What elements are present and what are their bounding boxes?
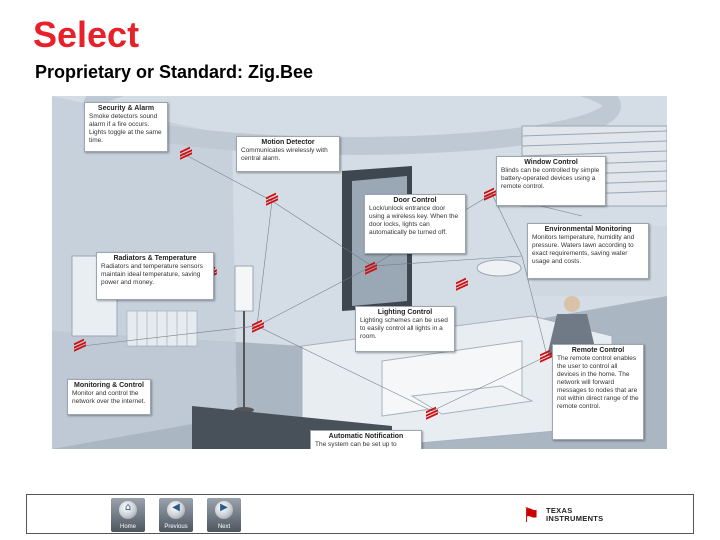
- motion-sensor-icon: [266, 192, 278, 206]
- callout-monitoring-control: Monitoring & Control Monitor and control…: [67, 379, 151, 415]
- callout-lighting-control: Lighting Control Lighting schemes can be…: [355, 306, 455, 352]
- lighting-sensor-icon: [252, 319, 264, 333]
- callout-environmental-monitoring: Environmental Monitoring Monitors temper…: [527, 223, 649, 279]
- environment-sensor-icon: [456, 277, 468, 291]
- previous-label: Previous: [164, 524, 188, 530]
- callout-body: Lighting schemes can be used to easily c…: [360, 317, 448, 340]
- next-label: Next: [217, 524, 231, 530]
- arrow-right-icon: ▶: [220, 502, 228, 513]
- callout-title: Monitoring & Control: [74, 382, 144, 389]
- callout-body: Monitor and control the network over the…: [72, 390, 146, 405]
- callout-automatic-notification: Automatic Notification The system can be…: [310, 430, 422, 449]
- house-glyph-icon: ⌂: [124, 502, 132, 513]
- callout-title: Remote Control: [571, 347, 625, 354]
- callout-title: Automatic Notification: [328, 433, 404, 440]
- home-button[interactable]: ⌂ Home: [111, 498, 145, 532]
- callout-title: Environmental Monitoring: [544, 226, 632, 233]
- callout-remote-control: Remote Control The remote control enable…: [552, 344, 644, 440]
- monitoring-sensor-icon: [74, 338, 86, 352]
- home-icon: [119, 501, 137, 519]
- texas-instruments-logo: ⚑ TEXAS INSTRUMENTS: [522, 505, 642, 527]
- previous-button[interactable]: ◀ Previous: [159, 498, 193, 532]
- arrow-left-icon: ◀: [172, 502, 180, 513]
- slide-subtitle: Proprietary or Standard: Zig.Bee: [35, 62, 314, 82]
- smart-home-illustration: Security & Alarm Smoke detectors sound a…: [52, 96, 667, 449]
- callout-title: Motion Detector: [261, 139, 315, 146]
- callout-body: Lock/unlock entrance door using a wirele…: [369, 205, 459, 236]
- notification-sensor-icon: [426, 406, 438, 420]
- callout-title: Lighting Control: [377, 309, 433, 316]
- callout-title: Security & Alarm: [97, 105, 155, 112]
- callout-body: Communicates wirelessly with central ala…: [241, 147, 328, 162]
- door-sensor-icon: [365, 261, 377, 275]
- ti-line2: INSTRUMENTS: [546, 514, 604, 523]
- previous-icon: [167, 501, 185, 519]
- ti-line1: TEXAS: [546, 506, 573, 515]
- remote-sensor-icon: [540, 349, 552, 363]
- home-label: Home: [119, 524, 136, 530]
- next-icon: [215, 501, 233, 519]
- callout-body: Radiators and temperature sensors mainta…: [101, 263, 203, 286]
- callout-radiators-temperature: Radiators & Temperature Radiators and te…: [96, 252, 214, 300]
- callout-title: Window Control: [524, 159, 578, 166]
- navigation-toolbar: ⌂ Home ◀ Previous ▶ Next ⚑ TEXAS INSTRUM…: [26, 494, 694, 534]
- callout-motion-detector: Motion Detector Communicates wirelessly …: [236, 136, 340, 172]
- callout-body: Smoke detectors sound alarm if a fire oc…: [89, 113, 162, 144]
- ti-wordmark: TEXAS INSTRUMENTS: [546, 507, 603, 523]
- callout-door-control: Door Control Lock/unlock entrance door u…: [364, 194, 466, 254]
- callout-title: Radiators & Temperature: [113, 255, 197, 262]
- callout-body: The system can be set up to automaticall…: [315, 441, 397, 448]
- ti-mark-icon: ⚑: [522, 503, 540, 527]
- security-sensor-icon: [180, 146, 192, 160]
- callout-body: Blinds can be controlled by simple batte…: [501, 167, 600, 190]
- next-button[interactable]: ▶ Next: [207, 498, 241, 532]
- callout-title: Door Control: [393, 197, 437, 204]
- slide-title: Select: [33, 14, 140, 55]
- callout-body: The remote control enables the user to c…: [557, 355, 639, 410]
- callout-window-control: Window Control Blinds can be controlled …: [496, 156, 606, 206]
- window-sensor-icon: [484, 187, 496, 201]
- callout-body: Monitors temperature, humidity and press…: [532, 234, 635, 265]
- callout-security-alarm: Security & Alarm Smoke detectors sound a…: [84, 102, 168, 152]
